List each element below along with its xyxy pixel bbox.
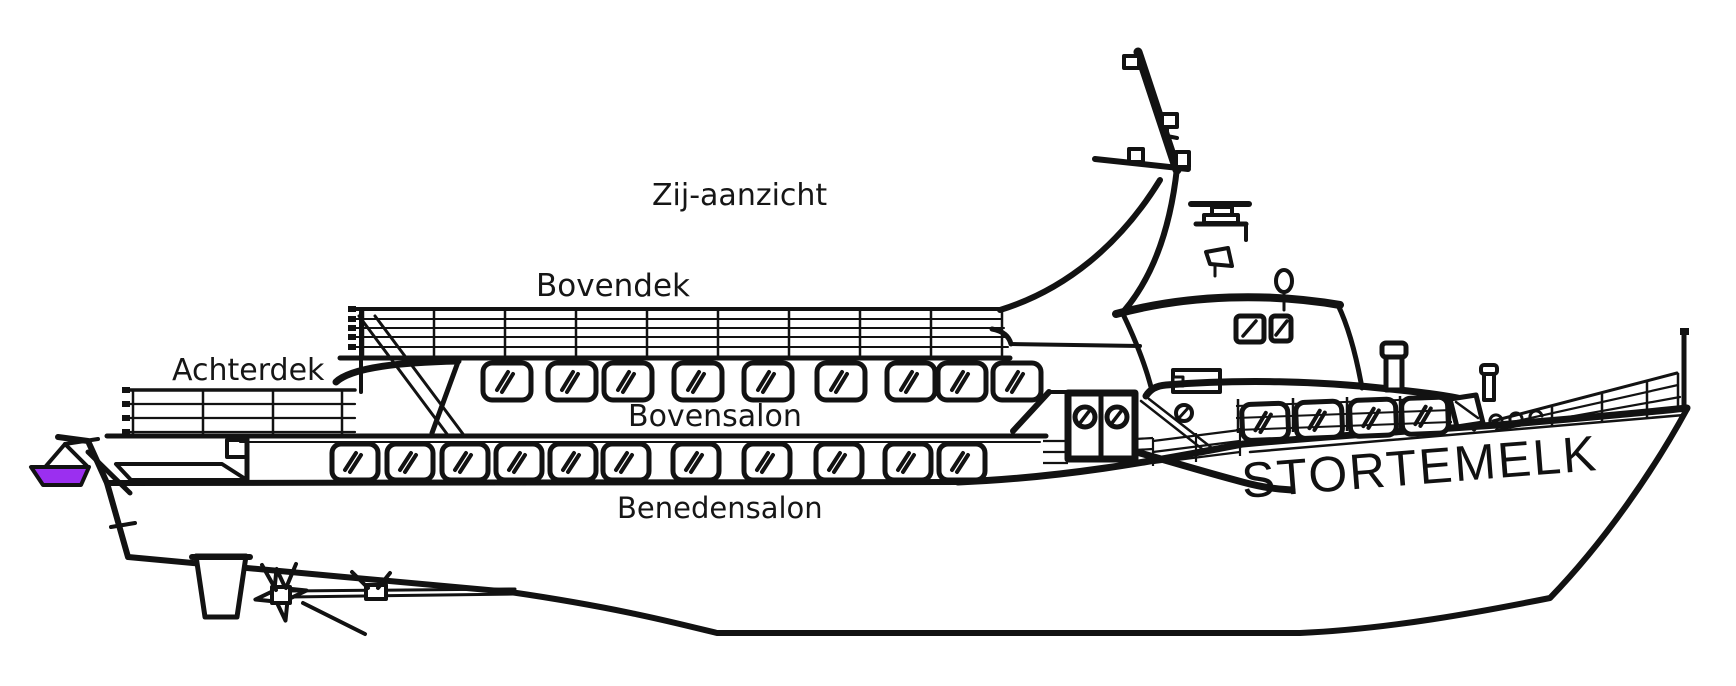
tender-boat <box>29 465 91 487</box>
windshield <box>1447 392 1486 430</box>
forward-deckhouse <box>1142 340 1544 441</box>
mast <box>997 47 1252 314</box>
exhaust-stack <box>1379 340 1409 393</box>
foredeck-railing <box>1491 328 1689 432</box>
davit <box>44 437 133 496</box>
aft-deck-label: Achterdek <box>172 353 325 388</box>
lower-salon-windows <box>332 444 985 480</box>
upper-salon-label: Bovensalon <box>628 399 802 434</box>
antenna-icon <box>1122 54 1191 169</box>
stern-deck <box>29 435 250 496</box>
gps-antenna-icon <box>1274 268 1294 312</box>
horn-icon <box>1204 246 1234 278</box>
stern-gear <box>189 553 517 636</box>
rudder <box>189 553 253 620</box>
lower-salon-label: Benedensalon <box>617 491 823 525</box>
propeller <box>253 567 309 623</box>
upper-deck-railing <box>332 306 1142 436</box>
aft-deck-railing <box>122 387 357 438</box>
radar-icon <box>1188 201 1252 242</box>
stairway <box>357 310 465 436</box>
jackstaff <box>1680 328 1689 413</box>
upper-deck-label: Bovendek <box>536 268 690 304</box>
double-door <box>1064 389 1139 463</box>
hull-outline <box>55 404 1691 636</box>
vent-post <box>1479 363 1499 402</box>
propeller-shaft <box>260 562 517 636</box>
upper-salon-windows <box>483 363 1041 400</box>
side-view-label: Zij-aanzicht <box>652 178 827 213</box>
wheelhouse <box>1112 268 1365 391</box>
